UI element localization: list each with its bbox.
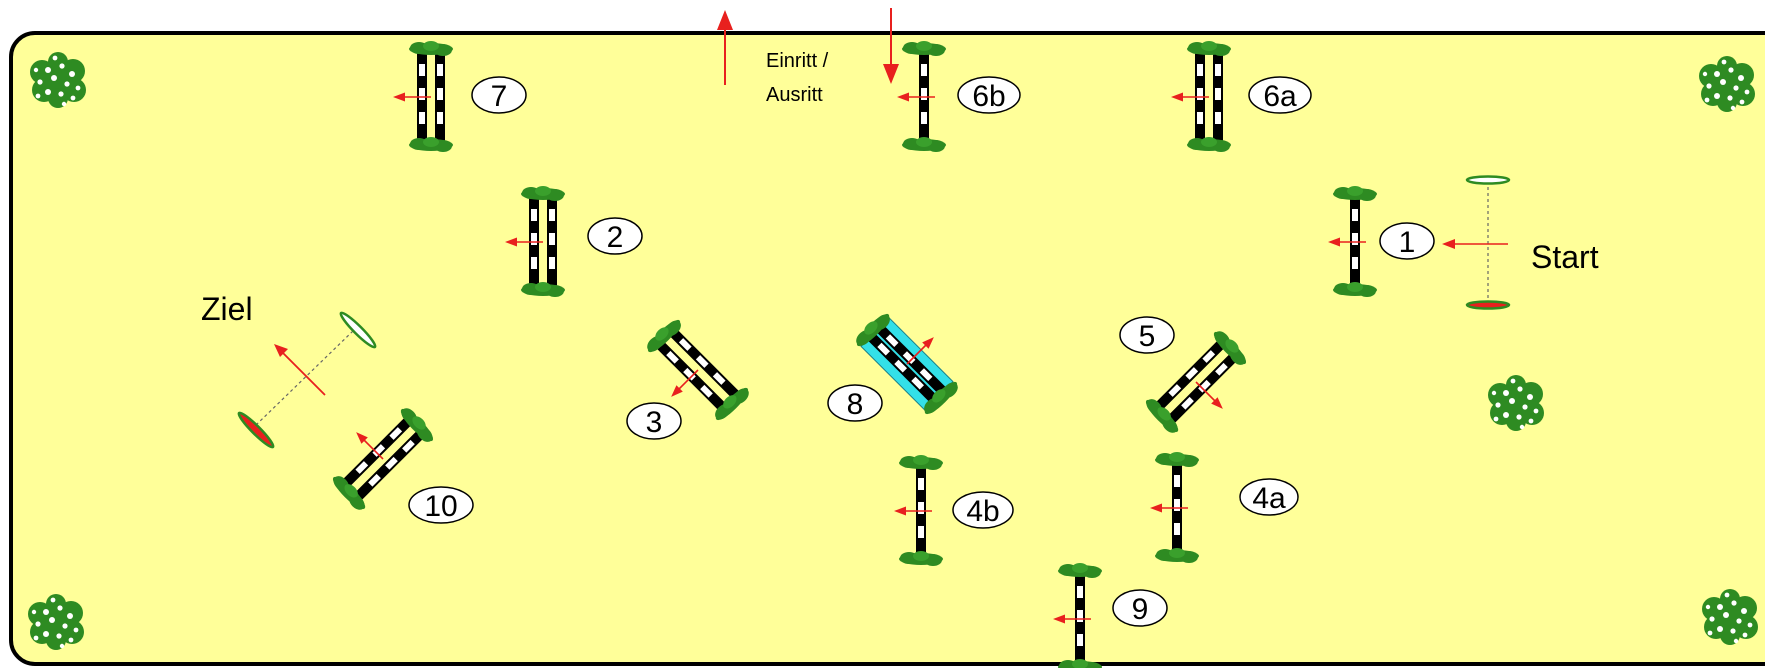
- svg-text:7: 7: [491, 80, 508, 113]
- jump-9-number: 9: [1112, 589, 1168, 627]
- svg-text:2: 2: [607, 221, 624, 254]
- jump-4b-number: 4b: [952, 491, 1014, 529]
- jump-3-number: 3: [626, 402, 682, 440]
- svg-text:1: 1: [1399, 226, 1416, 259]
- finish-label: Ziel: [201, 291, 253, 327]
- svg-text:4a: 4a: [1252, 482, 1286, 515]
- svg-text:6b: 6b: [972, 80, 1005, 113]
- jump-10-number: 10: [408, 486, 474, 524]
- svg-text:8: 8: [847, 388, 864, 421]
- svg-text:3: 3: [646, 406, 663, 439]
- start-label: Start: [1531, 239, 1599, 275]
- svg-text:9: 9: [1132, 593, 1149, 626]
- svg-text:10: 10: [424, 490, 457, 523]
- jump-4a-number: 4a: [1239, 478, 1299, 516]
- finish-line: [237, 311, 377, 449]
- entry-label-line2: Ausritt: [766, 84, 823, 106]
- svg-text:4b: 4b: [966, 495, 999, 528]
- jump-7-number: 7: [471, 76, 527, 114]
- jump-5-number: 5: [1119, 316, 1175, 354]
- jump-6a-number: 6a: [1248, 76, 1312, 114]
- entry-label-line1: Einritt /: [766, 50, 829, 72]
- entry-exit-arrows: [717, 8, 899, 85]
- jump-1-number: 1: [1379, 222, 1435, 260]
- jump-8-number: 8: [827, 384, 883, 422]
- jump-6b-number: 6b: [957, 76, 1021, 114]
- jump-2-number: 2: [587, 217, 643, 255]
- svg-text:6a: 6a: [1263, 80, 1297, 113]
- start-line: [1442, 175, 1511, 310]
- svg-text:5: 5: [1139, 320, 1156, 353]
